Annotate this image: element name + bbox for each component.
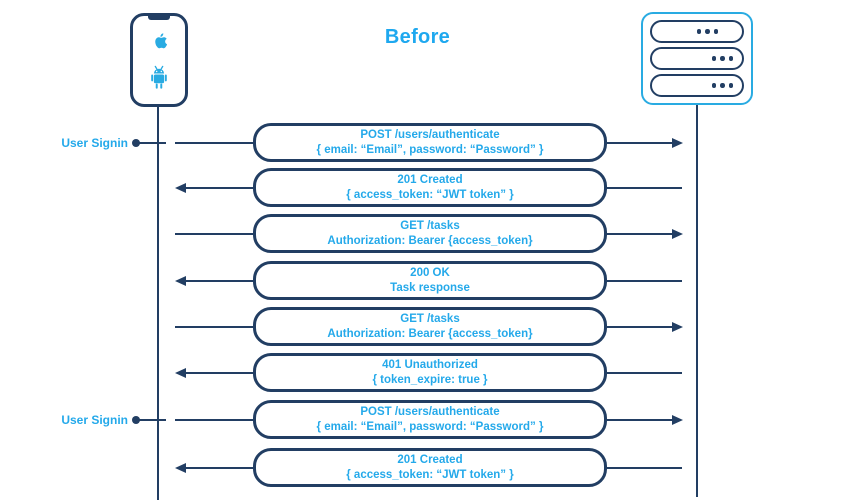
message-line [607,233,673,235]
server-actor [641,12,753,105]
message-detail: { access_token: “JWT token” } [346,188,514,201]
arrowhead-left-icon [175,183,186,193]
server-lifeline [696,105,698,497]
server-led-icon [720,83,725,88]
message-title: 401 Unauthorized [382,358,478,371]
message-line [607,187,682,189]
message-line [607,419,673,421]
message-detail: Task response [390,281,470,294]
signin-connector-line [136,419,166,421]
arrowhead-right-icon [672,229,683,239]
message-box: GET /tasks Authorization: Bearer {access… [253,307,607,346]
message-title: GET /tasks [400,312,460,325]
message-detail: { email: “Email”, password: “Password” } [316,420,544,433]
message-line [186,372,253,374]
message-detail: Authorization: Bearer {access_token} [327,327,533,340]
mobile-client-actor [130,13,188,107]
android-logo-icon [147,65,171,91]
user-signin-annotation: User Signin [0,135,166,151]
message-row: 201 Created { access_token: “JWT token” … [158,448,697,488]
message-line [175,142,253,144]
client-lifeline [157,107,159,500]
message-line [607,280,682,282]
arrowhead-left-icon [175,463,186,473]
message-row: POST /users/authenticate { email: “Email… [158,400,697,440]
arrowhead-right-icon [672,415,683,425]
message-detail: { email: “Email”, password: “Password” } [316,143,544,156]
message-title: POST /users/authenticate [360,128,500,141]
user-signin-annotation: User Signin [0,412,166,428]
message-box: POST /users/authenticate { email: “Email… [253,123,607,162]
message-line [607,142,673,144]
message-line [607,326,673,328]
server-led-icon [713,29,718,34]
message-detail: { token_expire: true } [372,373,488,386]
arrowhead-left-icon [175,368,186,378]
server-led-icon [720,56,725,61]
message-detail: Authorization: Bearer {access_token} [327,234,533,247]
message-box: 201 Created { access_token: “JWT token” … [253,448,607,487]
signin-connector-line [136,142,166,144]
message-line [186,280,253,282]
message-row: GET /tasks Authorization: Bearer {access… [158,214,697,254]
server-led-icon [728,56,733,61]
server-unit [650,47,744,70]
message-line [175,326,253,328]
user-signin-label: User Signin [61,413,128,427]
message-title: 201 Created [397,453,463,466]
message-box: 401 Unauthorized { token_expire: true } [253,353,607,392]
message-detail: { access_token: “JWT token” } [346,468,514,481]
message-title: POST /users/authenticate [360,405,500,418]
message-row: 200 OK Task response [158,261,697,301]
server-led-icon [711,83,716,88]
server-led-icon [705,29,710,34]
message-line [186,467,253,469]
apple-logo-icon [148,30,170,52]
arrowhead-left-icon [175,276,186,286]
message-box: 200 OK Task response [253,261,607,300]
message-line [607,372,682,374]
server-led-icon [728,83,733,88]
message-line [607,467,682,469]
arrowhead-right-icon [672,322,683,332]
message-line [186,187,253,189]
message-row: 201 Created { access_token: “JWT token” … [158,168,697,208]
message-line [175,233,253,235]
message-row: GET /tasks Authorization: Bearer {access… [158,307,697,347]
server-led-icon [696,29,701,34]
message-title: 200 OK [410,266,450,279]
message-title: 201 Created [397,173,463,186]
diagram-title: Before [384,26,451,48]
server-led-icon [711,56,716,61]
phone-notch [148,15,170,20]
user-signin-label: User Signin [61,136,128,150]
server-unit [650,74,744,97]
message-box: GET /tasks Authorization: Bearer {access… [253,214,607,253]
message-box: 201 Created { access_token: “JWT token” … [253,168,607,207]
server-unit [650,20,744,43]
message-box: POST /users/authenticate { email: “Email… [253,400,607,439]
message-line [175,419,253,421]
message-row: 401 Unauthorized { token_expire: true } [158,353,697,393]
message-title: GET /tasks [400,219,460,232]
message-row: POST /users/authenticate { email: “Email… [158,123,697,163]
arrowhead-right-icon [672,138,683,148]
